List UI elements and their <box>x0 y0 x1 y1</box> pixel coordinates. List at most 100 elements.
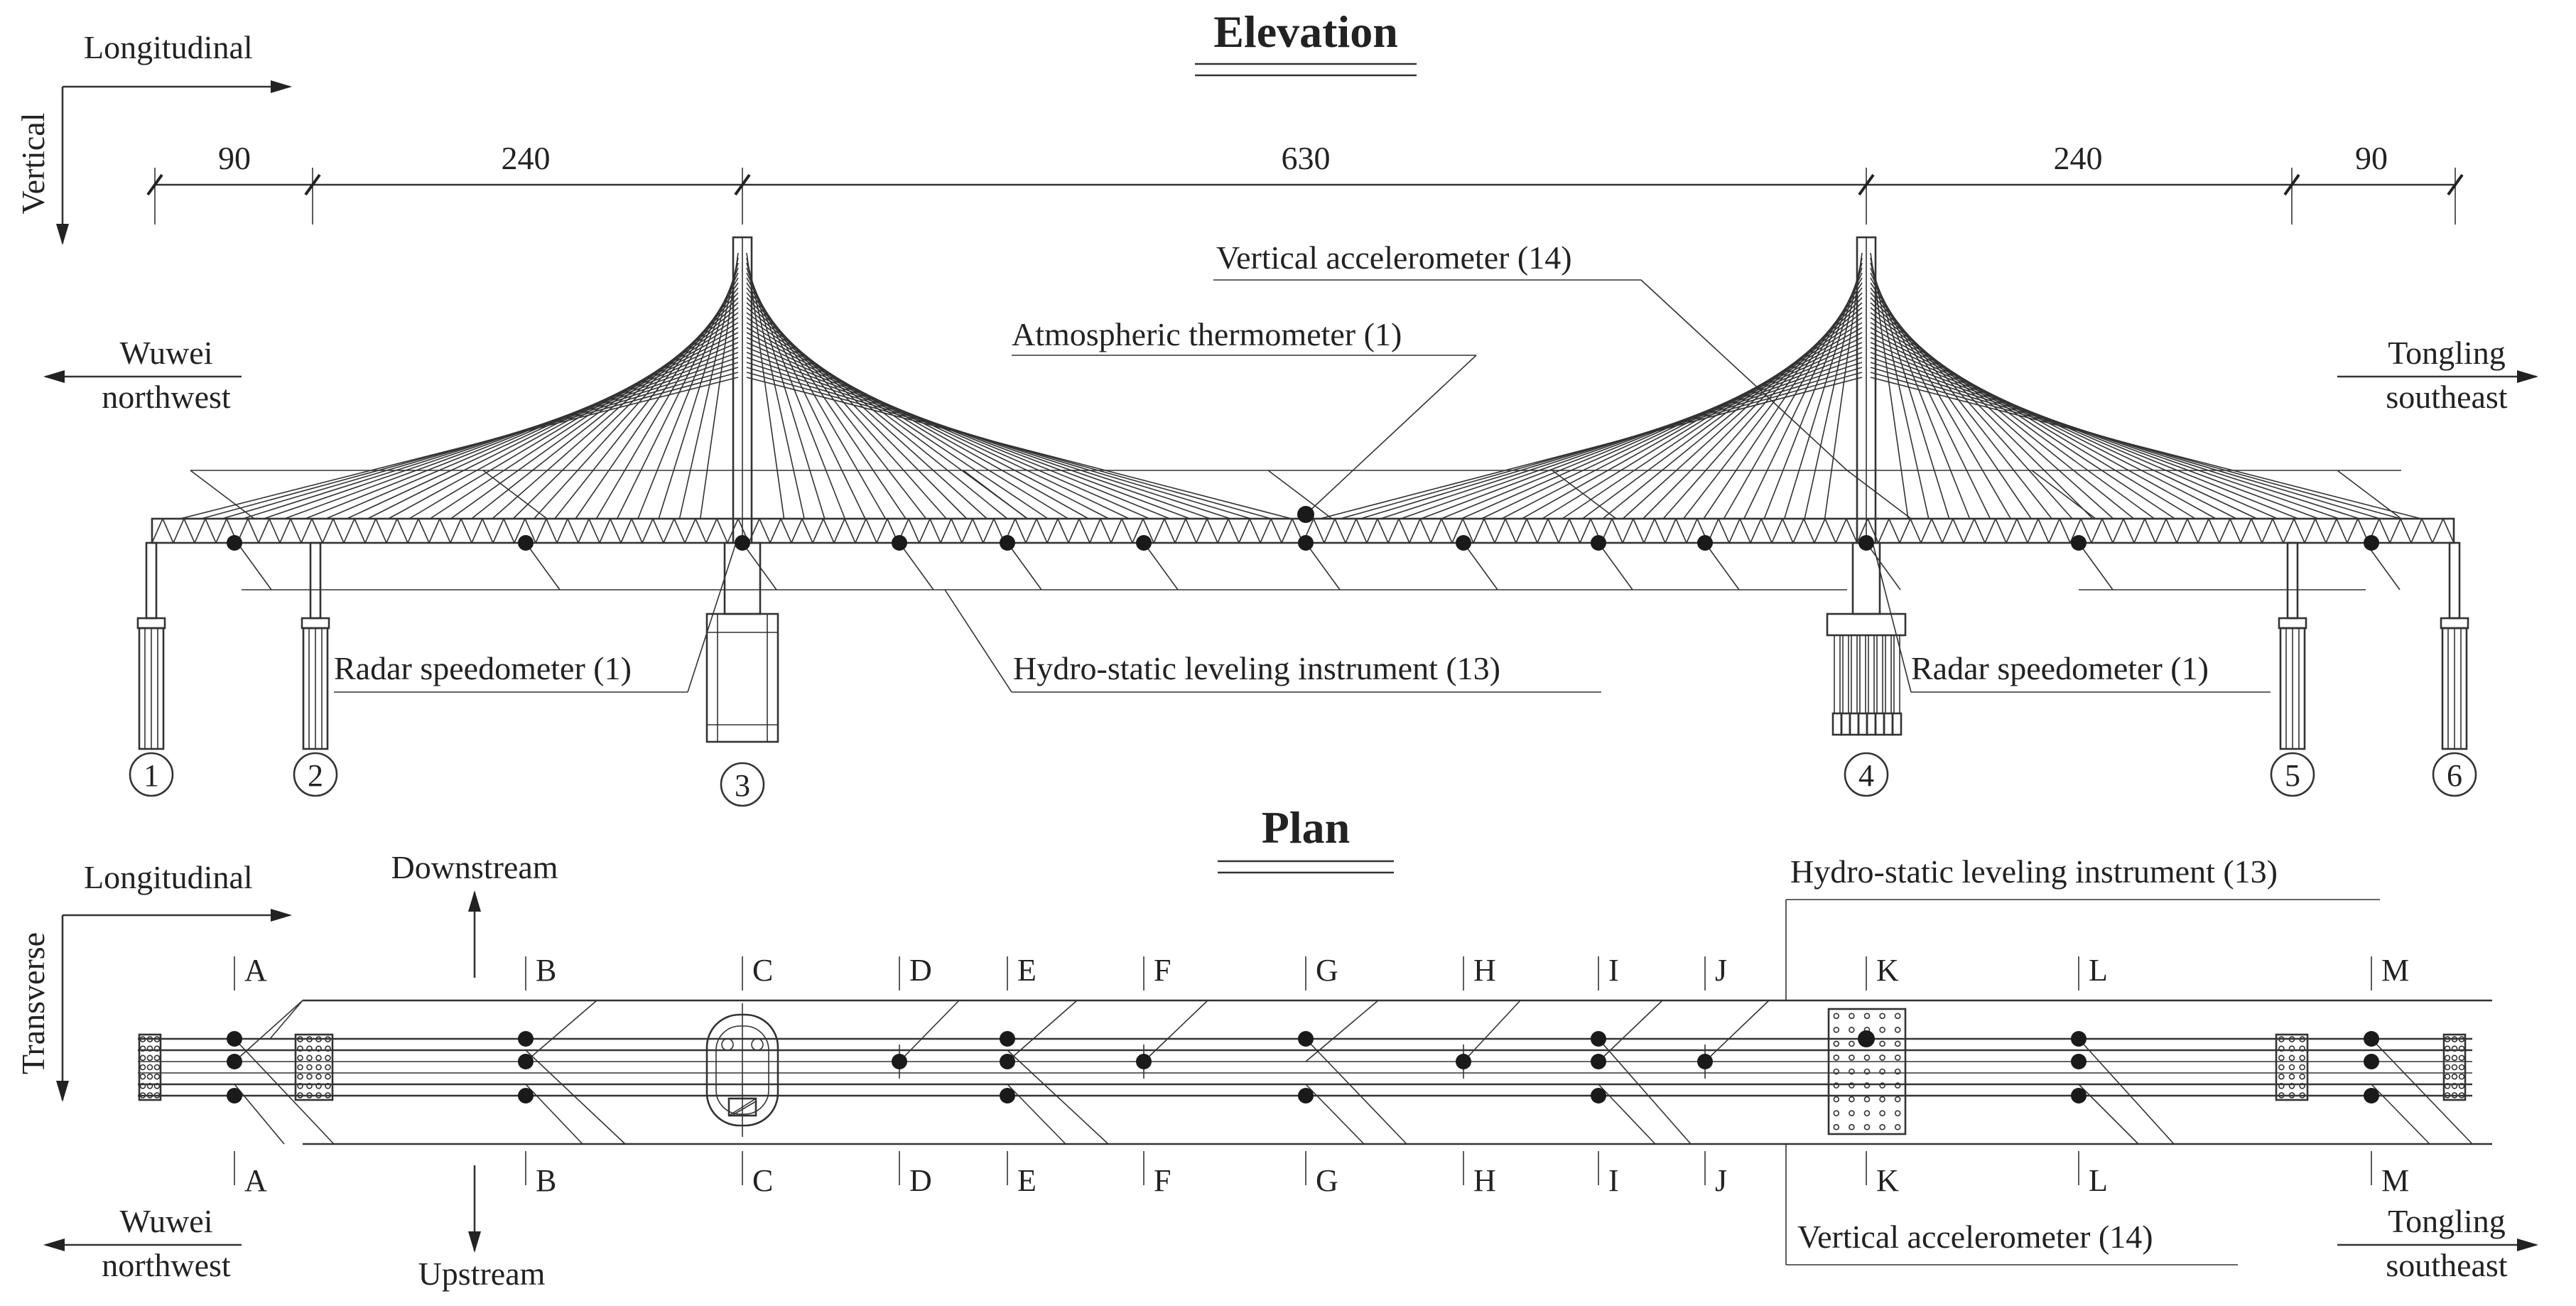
truss-diagonal <box>439 518 451 544</box>
truss-diagonal <box>2219 518 2231 544</box>
truss-diagonal <box>1771 518 1783 544</box>
pile-mark <box>2278 1045 2285 1052</box>
section-label-top: D <box>909 953 932 988</box>
pier-1 <box>136 541 166 750</box>
span-2-length: 240 <box>502 140 551 176</box>
truss-diagonal <box>1313 518 1325 544</box>
truss-diagonal <box>194 518 206 544</box>
pier-number-3: 3 <box>735 768 750 803</box>
accelerometer-dot-lower <box>2364 1088 2379 1103</box>
pile-mark <box>315 1073 322 1080</box>
accelerometer-plan-leader <box>2078 1038 2175 1145</box>
elevation-right-city: Tongling <box>2388 335 2505 371</box>
stay-cable <box>305 347 739 519</box>
truss-diagonal <box>929 518 941 544</box>
thermometer-leader <box>1305 355 1477 515</box>
pile-mark <box>153 1045 161 1052</box>
truss-diagonal <box>1792 518 1804 544</box>
pile-mark <box>325 1036 331 1042</box>
truss-diagonal <box>247 518 259 544</box>
stay-cable <box>1870 342 2278 519</box>
truss-diagonal <box>1260 518 1272 544</box>
truss-diagonal <box>865 518 877 544</box>
truss-diagonal <box>364 518 377 544</box>
truss-diagonal <box>1057 518 1069 544</box>
hydrostatic-dot <box>2071 1054 2087 1069</box>
hydrostatic-drop <box>742 542 777 590</box>
pile-mark <box>139 1054 146 1062</box>
pile-mark <box>1849 1054 1855 1061</box>
stay-cable <box>492 302 739 519</box>
truss-diagonal <box>1238 518 1250 544</box>
hydrostatic-leveling-label: Hydro-static leveling instrument (13) <box>1013 650 1500 686</box>
pile-mark <box>2444 1036 2451 1042</box>
accelerometer-dot-lower <box>1000 1088 1015 1103</box>
truss-diagonal <box>290 518 302 544</box>
hydrostatic-drop <box>2078 542 2114 590</box>
accelerometer-leader <box>1640 279 1848 471</box>
pile-mark <box>2451 1054 2458 1062</box>
plan-leader-lines <box>234 1000 2473 1145</box>
plan-axis-longitudinal: Longitudinal <box>84 859 253 895</box>
hydrostatic-plan-leader <box>1704 1000 1770 1062</box>
pile-mark <box>315 1045 322 1052</box>
plan-foundation-5 <box>2275 1033 2309 1101</box>
hydrostatic-plan-leader <box>1143 1000 1208 1062</box>
accelerometer-dot-upper <box>2364 1031 2379 1047</box>
truss-diagonal <box>1654 518 1666 544</box>
stay-cable <box>746 307 1008 519</box>
sensor-dot <box>892 535 907 551</box>
pile-mark <box>306 1092 313 1099</box>
pile-mark <box>139 1036 146 1042</box>
elevation-axis-vertical: Vertical <box>15 112 51 214</box>
pier-4-pile-group <box>1826 541 1907 736</box>
truss-diagonal <box>983 518 995 544</box>
plan-left-direction: Wuwei northwest <box>43 1203 242 1283</box>
pile-mark <box>297 1036 303 1042</box>
section-label-bottom: L <box>2089 1163 2108 1198</box>
pile-mark <box>146 1082 153 1089</box>
truss-diagonal <box>535 518 547 544</box>
pile-tip <box>1874 712 1885 736</box>
pile-mark <box>2458 1045 2465 1052</box>
sensor-dot <box>1591 535 1606 551</box>
truss-diagonal <box>332 518 345 544</box>
pile-mark <box>1894 1027 1901 1033</box>
truss-diagonal <box>1942 518 1954 544</box>
sensor-dot <box>1697 535 1713 551</box>
accelerometer-dot-upper <box>518 1031 534 1047</box>
radar-speedometer-left-label: Radar speedometer (1) <box>334 650 632 686</box>
truss-diagonal <box>652 518 664 544</box>
pier-2 <box>301 541 330 750</box>
truss-diagonal <box>1132 518 1144 544</box>
truss-diagonal <box>2155 518 2167 544</box>
truss-diagonal <box>162 518 174 544</box>
plan-view: Plan Longitudinal Transverse Downstream … <box>15 802 2538 1292</box>
stay-cable <box>746 357 1211 519</box>
hydrostatic-dot <box>1000 1054 1015 1069</box>
truss-diagonal <box>2347 518 2359 544</box>
truss-diagonal <box>748 518 760 544</box>
truss-diagonal <box>1249 518 1261 544</box>
hydrostatic-plan-leader <box>234 1000 303 1062</box>
truss-diagonal <box>855 518 867 544</box>
dimension-tick-2 <box>304 173 321 196</box>
truss-diagonal <box>396 518 408 544</box>
section-label-bottom: J <box>1715 1163 1727 1198</box>
plan-right-direction: Tongling southeast <box>2337 1203 2538 1283</box>
truss-diagonal <box>1089 518 1101 544</box>
accelerometer-plan-leader <box>1007 1084 1066 1145</box>
hydrostatic-dot <box>1136 1054 1152 1069</box>
truss-diagonal <box>1814 518 1826 544</box>
truss-diagonal <box>2410 518 2423 544</box>
plan-deck <box>138 999 2492 1145</box>
truss-diagonal <box>2293 518 2305 544</box>
truss-diagonal <box>2315 518 2327 544</box>
truss-diagonal <box>1046 518 1059 544</box>
hydrostatic-drop <box>525 542 561 590</box>
truss-diagonal <box>2112 518 2124 544</box>
truss-diagonal <box>919 518 931 544</box>
span-dimensions: 90 240 630 240 90 <box>146 140 2464 225</box>
truss-diagonal <box>1473 518 1485 544</box>
